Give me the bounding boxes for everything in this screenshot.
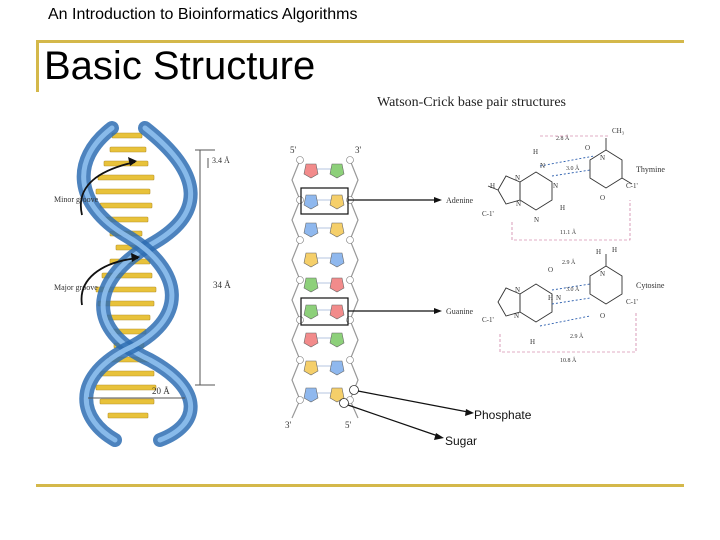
sugar-marker (340, 399, 349, 408)
svg-text:N: N (515, 286, 520, 294)
svg-text:N: N (540, 162, 545, 170)
svg-text:CH₃: CH₃ (612, 127, 625, 135)
thymine-label: Thymine (636, 165, 665, 174)
major-groove-label: Major groove (54, 283, 98, 292)
svg-text:O: O (600, 194, 605, 202)
base-pair-structures: Adenine Thymine Guanine Cytosine HN NN N… (446, 127, 665, 364)
svg-text:H: H (548, 294, 553, 302)
adenine-thymine-structure (488, 138, 632, 210)
svg-text:N: N (514, 312, 519, 320)
svg-text:O: O (600, 312, 605, 320)
svg-text:N: N (534, 216, 539, 224)
distance-label-1: 2.8 Å (556, 134, 570, 142)
svg-text:C-1': C-1' (626, 298, 638, 306)
svg-text:O: O (548, 266, 553, 274)
cytosine-label: Cytosine (636, 281, 665, 290)
svg-text:N: N (515, 174, 520, 182)
phosphate-marker (350, 386, 359, 395)
rise-label: 3.4 Å (212, 156, 230, 165)
base-rungs (96, 133, 156, 418)
svg-text:C-1': C-1' (482, 316, 494, 324)
svg-text:H: H (533, 148, 538, 156)
ladder-model: 5' 3' 3' 5' (285, 145, 532, 448)
svg-text:H: H (612, 246, 617, 254)
pitch-label: 34 Å (213, 280, 231, 290)
svg-text:H: H (490, 182, 495, 190)
svg-text:N: N (600, 154, 605, 162)
strand-label-top-left: 5' (290, 145, 297, 155)
width-label: 20 Å (152, 386, 170, 396)
minor-groove-label: Minor groove (54, 195, 99, 204)
svg-text:N: N (600, 270, 605, 278)
strand-label-bottom-right: 5' (345, 420, 352, 430)
phosphate-label: Phosphate (474, 408, 532, 422)
adenine-label: Adenine (446, 196, 474, 205)
distance-label-7: 10.8 Å (560, 356, 577, 364)
strand-label-top-right: 3' (355, 145, 362, 155)
svg-text:H: H (530, 338, 535, 346)
double-helix: 3.4 Å 34 Å 20 Å Minor groove Major groov… (54, 128, 231, 440)
svg-text:C-1': C-1' (626, 182, 638, 190)
sugar-label: Sugar (445, 434, 477, 448)
svg-text:H: H (596, 248, 601, 256)
svg-text:N: N (516, 200, 521, 208)
strand-label-bottom-left: 3' (285, 420, 292, 430)
distance-label-5: 3.0 Å (566, 285, 580, 293)
distance-label-3: 11.1 Å (560, 228, 577, 236)
svg-text:O: O (585, 144, 590, 152)
distance-label-4: 2.9 Å (562, 258, 576, 266)
svg-text:H: H (560, 204, 565, 212)
guanine-label: Guanine (446, 307, 474, 316)
distance-label-2: 3.0 Å (566, 164, 580, 172)
svg-text:C-1': C-1' (482, 210, 494, 218)
distance-label-6: 2.9 Å (570, 332, 584, 340)
svg-text:N: N (553, 182, 558, 190)
svg-text:N: N (556, 294, 561, 302)
